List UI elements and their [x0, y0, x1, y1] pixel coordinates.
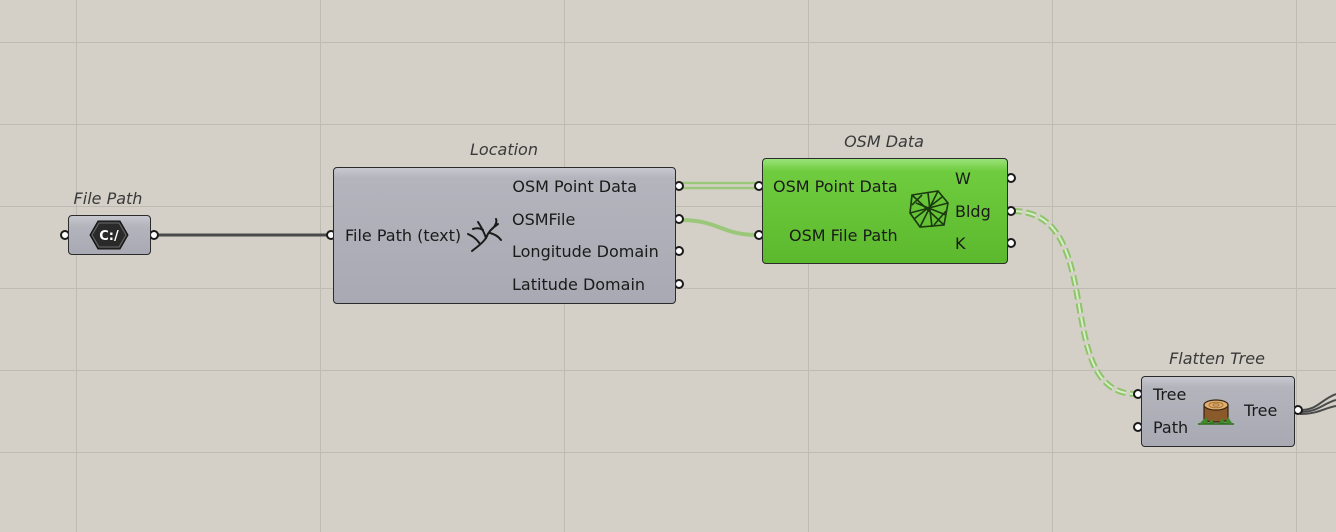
osm-map-grid-icon	[909, 190, 949, 228]
location-output-osm-point-data[interactable]: OSM Point Data	[512, 177, 637, 196]
wire-bldg-to-flatten-tree-inner	[1011, 210, 1137, 395]
osm-data-component[interactable]: OSM Point Data OSM File Path W Bldg K	[762, 158, 1008, 264]
flatten-tree-input-path[interactable]: Path	[1153, 418, 1189, 437]
osm-data-output-bldg[interactable]: Bldg	[955, 202, 991, 221]
osm-data-output-grip-3[interactable]	[1006, 238, 1016, 248]
flatten-tree-component[interactable]: Tree Path Tree	[1141, 376, 1295, 447]
wire-flatten-out-a[interactable]	[1299, 393, 1336, 411]
osm-data-input-osm-point-data[interactable]: OSM Point Data	[773, 177, 898, 196]
file-path-output-grip[interactable]	[149, 230, 159, 240]
tree-branches-icon	[467, 218, 502, 252]
osm-data-output-grip-1[interactable]	[1006, 173, 1016, 183]
flatten-tree-output-tree[interactable]: Tree	[1244, 401, 1278, 420]
location-component[interactable]: File Path (text) OSM Point Data OSMFile …	[333, 167, 676, 304]
location-output-grip-4[interactable]	[674, 279, 684, 289]
file-path-icon-text: C:/	[99, 229, 119, 244]
flatten-tree-output-grip[interactable]	[1293, 405, 1303, 415]
location-output-longitude-domain[interactable]: Longitude Domain	[512, 242, 659, 261]
location-output-grip-1[interactable]	[674, 181, 684, 191]
location-output-osmfile[interactable]: OSMFile	[512, 210, 576, 229]
osm-data-output-w[interactable]: W	[955, 169, 971, 188]
tree-stump-icon	[1198, 399, 1234, 425]
location-title: Location	[470, 140, 538, 159]
location-output-grip-3[interactable]	[674, 246, 684, 256]
location-output-grip-2[interactable]	[674, 214, 684, 224]
wire-flatten-out-c[interactable]	[1299, 405, 1336, 415]
osm-data-title: OSM Data	[844, 132, 924, 151]
osm-data-output-grip-2[interactable]	[1006, 206, 1016, 216]
location-output-latitude-domain[interactable]: Latitude Domain	[512, 275, 646, 294]
location-input-file-path[interactable]: File Path (text)	[345, 226, 462, 245]
file-path-component[interactable]: C:/	[68, 215, 151, 255]
wire-bldg-to-flatten-tree[interactable]	[1011, 208, 1137, 397]
osm-data-input-osm-file-path[interactable]: OSM File Path	[789, 226, 898, 245]
osm-data-output-k[interactable]: K	[955, 234, 966, 253]
file-path-hexagon-icon: C:/	[89, 220, 129, 250]
flatten-tree-input-tree[interactable]: Tree	[1153, 385, 1187, 404]
flatten-tree-title: Flatten Tree	[1169, 349, 1265, 368]
wire-osmfile-to-filepath[interactable]	[679, 218, 759, 237]
file-path-title: File Path	[73, 189, 143, 208]
wire-flatten-out-b[interactable]	[1299, 399, 1336, 413]
